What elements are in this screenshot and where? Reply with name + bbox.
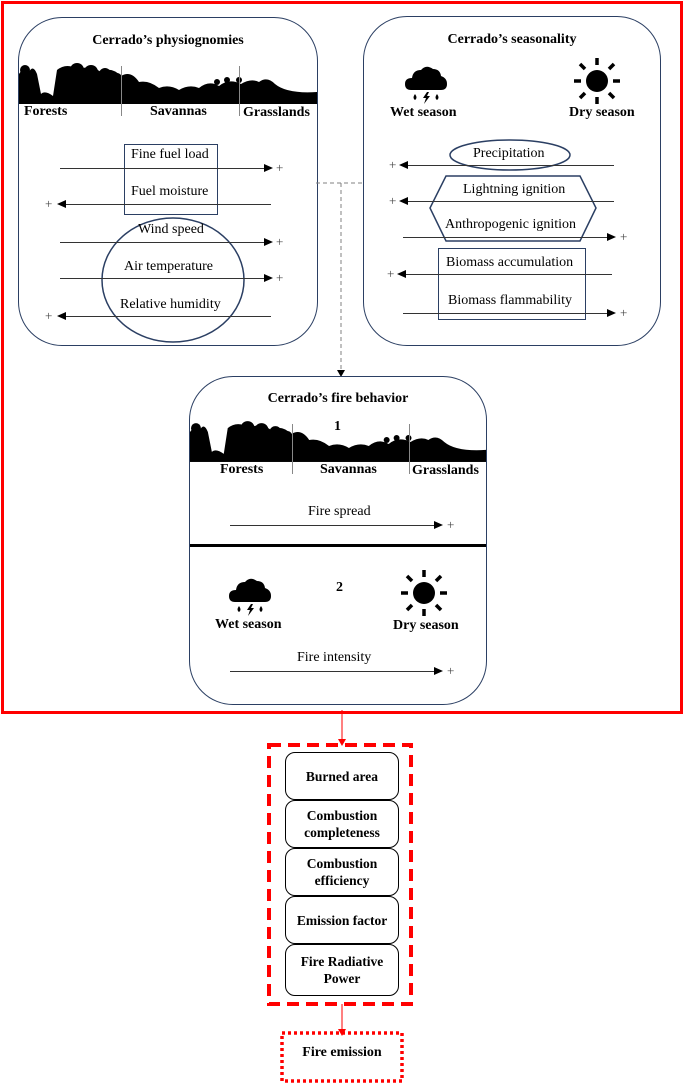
zone-label-forests: Forests <box>220 462 264 477</box>
variable-precipitation: Precipitation <box>473 146 545 161</box>
weather-group-ellipse <box>101 217 245 343</box>
zone-divider <box>409 424 410 474</box>
arrow-line <box>60 278 268 279</box>
variable-relative-humidity: Relative humidity <box>120 297 221 312</box>
arrow-line <box>230 671 438 672</box>
section-divider <box>190 544 486 547</box>
dashed-connector <box>316 182 364 377</box>
wet-season-label: Wet season <box>390 105 457 120</box>
variable-fine-fuel-load: Fine fuel load <box>131 147 209 162</box>
metric-box: Combustion efficiency <box>285 848 399 896</box>
variable-biomass-flammability: Biomass flammability <box>448 293 573 308</box>
zone-divider <box>121 66 122 116</box>
metrics-dashed-frame <box>267 743 413 1006</box>
arrow-head-left <box>397 270 406 278</box>
seasonality-title: Cerrado’s seasonality <box>447 32 577 47</box>
metric-box: Combustion completeness <box>285 800 399 848</box>
arrow-head-right <box>264 274 273 282</box>
precipitation-ellipse <box>449 139 571 171</box>
fire-emission-dotted-frame <box>280 1031 404 1083</box>
section-number-1: 1 <box>334 419 341 434</box>
arrow-head-right <box>434 521 443 529</box>
arrow-head-left <box>399 161 408 169</box>
zone-divider <box>239 66 240 116</box>
sign-plus: + <box>387 266 395 281</box>
sign-plus: + <box>389 157 397 172</box>
arrow-head-right <box>264 238 273 246</box>
sign-plus: + <box>447 663 455 678</box>
sign-plus: + <box>276 270 284 285</box>
red-arrow-connector <box>338 710 346 746</box>
dry-season-label: Dry season <box>569 105 635 120</box>
fire-behavior-title: Cerrado’s fire behavior <box>267 391 409 406</box>
zone-label-forests: Forests <box>24 104 68 119</box>
variable-fuel-moisture: Fuel moisture <box>131 184 209 199</box>
physiognomies-title: Cerrado’s physiognomies <box>92 33 244 48</box>
arrow-line <box>230 525 438 526</box>
arrow-head-right <box>607 309 616 317</box>
variable-air-temperature: Air temperature <box>124 259 214 274</box>
storm-cloud-icon <box>405 66 447 104</box>
arrow-line <box>404 274 612 275</box>
sign-plus: + <box>620 305 628 320</box>
fire-intensity-label: Fire intensity <box>297 650 372 665</box>
metric-box: Burned area <box>285 752 399 800</box>
arrow-line <box>64 316 271 317</box>
landscape-silhouette <box>190 421 486 462</box>
sign-plus: + <box>276 160 284 175</box>
arrow-head-right <box>434 667 443 675</box>
sign-plus: + <box>45 196 53 211</box>
sign-plus: + <box>276 234 284 249</box>
fuel-group-box <box>124 144 218 215</box>
landscape-silhouette <box>19 63 317 104</box>
zone-label-savannas: Savannas <box>150 104 207 119</box>
arrow-line <box>60 242 268 243</box>
arrow-line <box>406 201 614 202</box>
arrow-line <box>60 168 268 169</box>
arrow-head-left <box>57 312 66 320</box>
sign-plus: + <box>389 193 397 208</box>
storm-cloud-icon <box>229 578 271 616</box>
zone-label-grasslands: Grasslands <box>412 463 479 478</box>
variable-anthropogenic-ignition: Anthropogenic ignition <box>445 217 577 232</box>
variable-lightning-ignition: Lightning ignition <box>463 182 566 197</box>
metric-box: Fire Radiative Power <box>285 944 399 996</box>
metric-box: Emission factor <box>285 896 399 944</box>
arrow-line <box>403 313 611 314</box>
zone-divider <box>292 424 293 474</box>
sun-icon <box>401 570 447 616</box>
ignition-hexagon <box>429 175 597 242</box>
variable-biomass-accumulation: Biomass accumulation <box>446 255 574 270</box>
zone-label-savannas: Savannas <box>320 462 377 477</box>
arrow-line <box>406 165 614 166</box>
sign-plus: + <box>620 229 628 244</box>
arrow-head-right <box>264 164 273 172</box>
arrow-head-left <box>399 197 408 205</box>
section-number-2: 2 <box>336 580 343 595</box>
sun-icon <box>574 58 620 104</box>
wet-season-label: Wet season <box>215 617 282 632</box>
arrow-head-right <box>607 233 616 241</box>
seasonality-panel <box>363 16 661 346</box>
biomass-group-box <box>438 248 586 320</box>
fire-emission-label: Fire emission <box>302 1045 382 1060</box>
arrow-head-left <box>57 200 66 208</box>
dry-season-label: Dry season <box>393 618 459 633</box>
sign-plus: + <box>447 517 455 532</box>
sign-plus: + <box>45 308 53 323</box>
fire-spread-label: Fire spread <box>308 504 371 519</box>
zone-label-grasslands: Grasslands <box>243 105 310 120</box>
variable-wind-speed: Wind speed <box>138 222 204 237</box>
arrow-line <box>64 204 271 205</box>
arrow-line <box>403 237 611 238</box>
